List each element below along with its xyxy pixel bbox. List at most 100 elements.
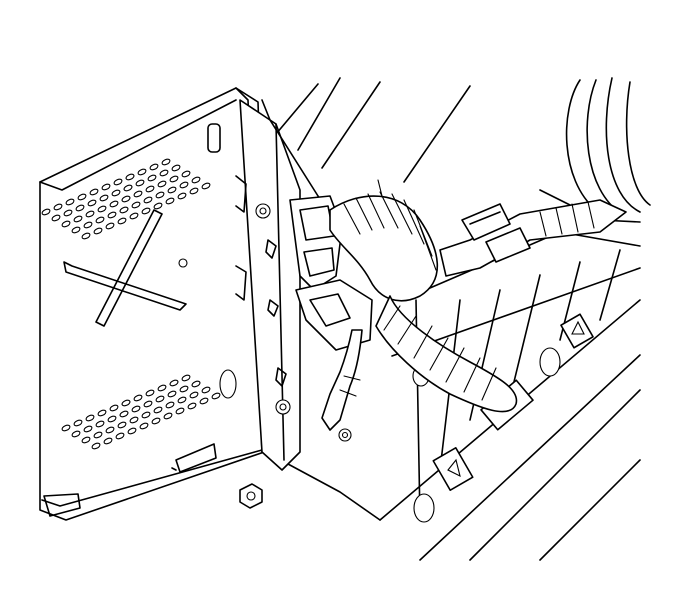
- vent-hole: [191, 176, 201, 184]
- vent-hole: [151, 417, 161, 425]
- vent-hole: [121, 195, 131, 203]
- retaining-nut: [338, 428, 352, 442]
- vent-hole: [161, 158, 171, 166]
- wiring-harness: [321, 179, 627, 431]
- vent-hole: [155, 191, 165, 199]
- vent-hole: [131, 201, 141, 209]
- vent-hole: [179, 181, 189, 189]
- vent-hole: [103, 437, 113, 445]
- vent-hole: [163, 412, 173, 420]
- vent-hole: [165, 197, 175, 205]
- vent-hole: [81, 232, 91, 240]
- vent-hole: [107, 211, 117, 219]
- vent-hole: [53, 203, 63, 211]
- vent-hole: [87, 199, 97, 207]
- vent-hole: [143, 400, 153, 408]
- vent-hole: [95, 216, 105, 224]
- vent-hole: [41, 208, 51, 216]
- loose-nut: [239, 483, 263, 509]
- vent-hole: [71, 430, 81, 438]
- vent-hole: [179, 385, 189, 393]
- vent-hole: [73, 215, 83, 223]
- vent-hole: [175, 407, 185, 415]
- vent-hole: [143, 196, 153, 204]
- vent-hole: [107, 415, 117, 423]
- vent-hole: [89, 188, 99, 196]
- vent-hole: [61, 424, 71, 432]
- vent-hole: [105, 426, 115, 434]
- vent-hole: [93, 431, 103, 439]
- vent-hole: [159, 169, 169, 177]
- vent-hole: [147, 174, 157, 182]
- vent-hole: [97, 409, 107, 417]
- vent-hole: [153, 406, 163, 414]
- vent-holes-lower: [61, 374, 221, 450]
- retaining-nut: [255, 203, 271, 219]
- retaining-nut: [275, 399, 291, 415]
- vent-hole: [133, 190, 143, 198]
- vent-hole: [97, 205, 107, 213]
- vent-hole: [157, 384, 167, 392]
- vent-hole: [81, 436, 91, 444]
- vent-hole: [137, 168, 147, 176]
- vent-hole: [119, 206, 129, 214]
- vent-hole: [123, 184, 133, 192]
- vent-hole: [75, 204, 85, 212]
- vent-holes-upper: [41, 158, 211, 240]
- vent-hole: [177, 192, 187, 200]
- vent-hole: [115, 432, 125, 440]
- vent-hole: [77, 193, 87, 201]
- vent-hole: [201, 386, 211, 394]
- vent-hole: [157, 180, 167, 188]
- vent-hole: [113, 178, 123, 186]
- vent-hole: [71, 226, 81, 234]
- vent-hole: [117, 421, 127, 429]
- vent-hole: [61, 220, 71, 228]
- vent-hole: [133, 394, 143, 402]
- vent-hole: [181, 170, 191, 178]
- vent-hole: [131, 405, 141, 413]
- vent-hole: [169, 379, 179, 387]
- vent-hole: [117, 217, 127, 225]
- vent-hole: [111, 189, 121, 197]
- vent-hole: [145, 389, 155, 397]
- vent-hole: [121, 399, 131, 407]
- vent-hole: [165, 401, 175, 409]
- vent-hole: [119, 410, 129, 418]
- vent-hole: [51, 214, 61, 222]
- vent-hole: [201, 182, 211, 190]
- vent-hole: [125, 173, 135, 181]
- vent-hole: [101, 183, 111, 191]
- vent-hole: [149, 163, 159, 171]
- vent-hole: [73, 419, 83, 427]
- vent-hole: [105, 222, 115, 230]
- vent-hole: [199, 397, 209, 405]
- vent-hole: [129, 416, 139, 424]
- vent-hole: [155, 395, 165, 403]
- vent-hole: [141, 411, 151, 419]
- vent-hole: [109, 200, 119, 208]
- vent-hole: [177, 396, 187, 404]
- vent-hole: [85, 210, 95, 218]
- vent-hole: [83, 425, 93, 433]
- vent-hole: [211, 392, 221, 400]
- vent-hole: [135, 179, 145, 187]
- vent-hole: [189, 187, 199, 195]
- vent-hole: [65, 198, 75, 206]
- vent-hole: [129, 212, 139, 220]
- vent-hole: [187, 402, 197, 410]
- vent-hole: [83, 221, 93, 229]
- vent-hole: [139, 422, 149, 430]
- vent-hole: [189, 391, 199, 399]
- vent-hole: [95, 420, 105, 428]
- vent-hole: [171, 164, 181, 172]
- vent-hole: [91, 442, 101, 450]
- vent-hole: [99, 194, 109, 202]
- vent-hole: [167, 186, 177, 194]
- vent-hole: [85, 414, 95, 422]
- vent-hole: [93, 227, 103, 235]
- vent-hole: [109, 404, 119, 412]
- vent-hole: [167, 390, 177, 398]
- vent-hole: [191, 380, 201, 388]
